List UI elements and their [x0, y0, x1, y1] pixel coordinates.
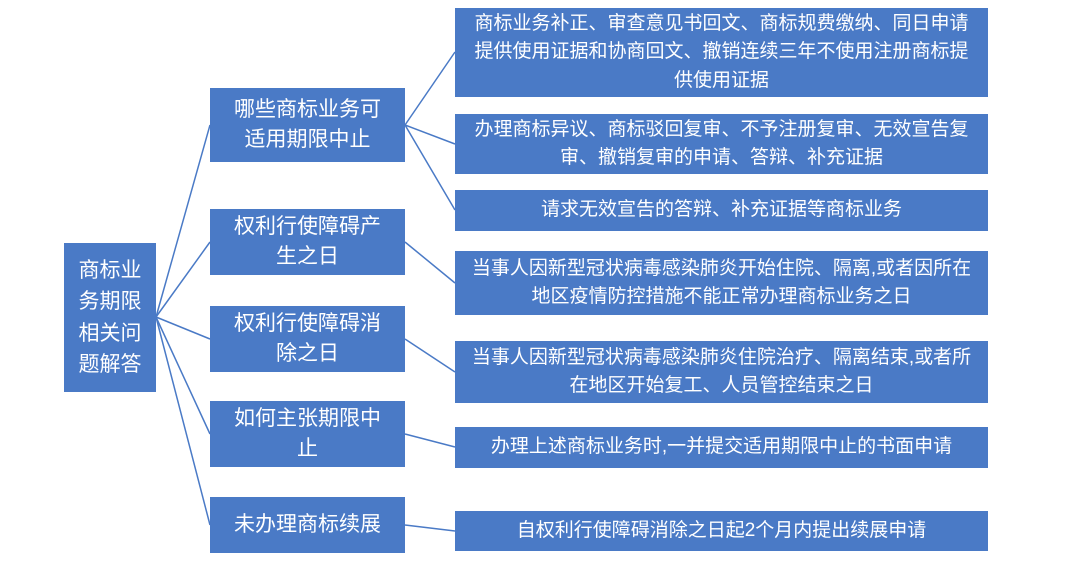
connector-root-branch2: [155, 241, 211, 318]
branch-node-label: 哪些商标业务可适用期限中止: [234, 97, 381, 151]
branch-node-label: 权利行使障碍消除之日: [234, 311, 381, 365]
leaf-node-business-list-1: 商标业务补正、审查意见书回文、商标规费缴纳、同日申请提供使用证据和协商回文、撤销…: [455, 8, 988, 97]
leaf-node-business-list-2: 办理商标异议、商标驳回复审、不予注册复审、无效宣告复审、撤销复审的申请、答辩、补…: [455, 114, 988, 174]
branch-node-applicable-business: 哪些商标业务可适用期限中止: [210, 88, 405, 162]
connector-branch4-leaf6: [404, 433, 456, 448]
connector-branch2-leaf4: [404, 241, 456, 284]
connector-branch1-leaf2: [404, 124, 456, 145]
leaf-node-label: 办理上述商标业务时,一并提交适用期限中止的书面申请: [490, 436, 953, 458]
connector-branch5-leaf7: [404, 524, 456, 532]
branch-node-label: 未办理商标续展: [234, 512, 381, 536]
branch-node-obstacle-start-date: 权利行使障碍产生之日: [210, 209, 405, 275]
branch-node-renewal-not-done: 未办理商标续展: [210, 497, 405, 553]
connector-root-branch4: [155, 316, 211, 435]
leaf-node-label: 办理商标异议、商标驳回复审、不予注册复审、无效宣告复审、撤销复审的申请、答辩、补…: [474, 118, 969, 169]
connector-root-branch1: [155, 124, 211, 318]
connector-root-branch3: [155, 316, 211, 340]
branch-node-label: 如何主张期限中止: [234, 406, 381, 460]
leaf-node-label: 当事人因新型冠状病毒感染肺炎开始住院、隔离,或者因所在地区疫情防控措施不能正常办…: [471, 257, 972, 308]
leaf-node-business-list-3: 请求无效宣告的答辩、补充证据等商标业务: [455, 190, 988, 231]
leaf-node-renewal-detail: 自权利行使障碍消除之日起2个月内提出续展申请: [455, 511, 988, 551]
leaf-node-obstacle-start-detail: 当事人因新型冠状病毒感染肺炎开始住院、隔离,或者因所在地区疫情防控措施不能正常办…: [455, 251, 988, 315]
connector-root-branch5: [155, 316, 211, 526]
root-node: 商标业 务期限 相关问 题解答: [64, 243, 156, 392]
connector-branch1-leaf3: [404, 124, 456, 211]
leaf-node-claim-method-detail: 办理上述商标业务时,一并提交适用期限中止的书面申请: [455, 427, 988, 468]
connector-branch3-leaf5: [404, 338, 456, 373]
leaf-node-label: 商标业务补正、审查意见书回文、商标规费缴纳、同日申请提供使用证据和协商回文、撤销…: [474, 12, 969, 91]
leaf-node-label: 当事人因新型冠状病毒感染肺炎住院治疗、隔离结束,或者所在地区开始复工、人员管控结…: [471, 346, 972, 397]
connector-branch1-leaf1: [404, 51, 456, 126]
branch-node-obstacle-end-date: 权利行使障碍消除之日: [210, 306, 405, 372]
root-node-label: 商标业 务期限 相关问 题解答: [78, 258, 142, 377]
branch-node-how-to-claim: 如何主张期限中止: [210, 401, 405, 467]
leaf-node-label: 请求无效宣告的答辩、补充证据等商标业务: [540, 199, 902, 221]
branch-node-label: 权利行使障碍产生之日: [234, 214, 381, 268]
leaf-node-label: 自权利行使障碍消除之日起2个月内提出续展申请: [516, 519, 927, 541]
leaf-node-obstacle-end-detail: 当事人因新型冠状病毒感染肺炎住院治疗、隔离结束,或者所在地区开始复工、人员管控结…: [455, 341, 988, 403]
